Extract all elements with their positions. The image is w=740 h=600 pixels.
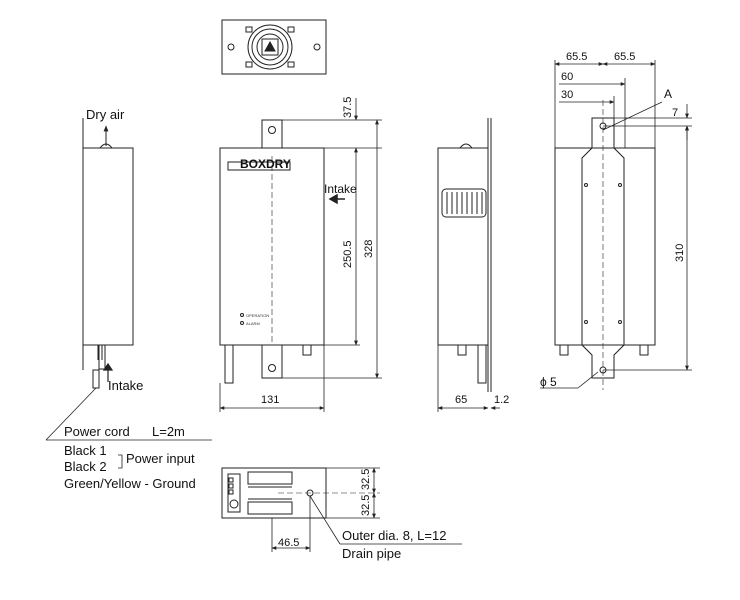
- dry-air-label: Dry air: [86, 107, 125, 122]
- drain-spec-label: Outer dia. 8, L=12: [342, 528, 446, 543]
- drain-pipe-label: Drain pipe: [342, 546, 401, 561]
- point-a-label: A: [664, 87, 672, 101]
- intake-front-label: Intake: [324, 182, 357, 196]
- front-width-dim: [219, 345, 325, 412]
- dim-body-height: 250.5: [342, 240, 354, 268]
- bottom-dims: [271, 467, 462, 552]
- intake-bottom-label: Intake: [108, 378, 143, 393]
- back-mounting-plate: [581, 117, 625, 379]
- front-body: [219, 147, 325, 346]
- dim-depth-side: 65: [455, 394, 467, 406]
- top-view-screw-right: [313, 43, 321, 51]
- black2-label: Black 2: [64, 459, 107, 474]
- right-side-view: [437, 118, 492, 392]
- fan-warning-icon: [264, 40, 276, 52]
- black1-label: Black 1: [64, 443, 107, 458]
- front-view: [219, 119, 325, 384]
- dim-bottom-lower: 32.5: [360, 495, 372, 516]
- intake-arrow-bottom: [102, 362, 114, 382]
- left-side-view: [82, 118, 134, 389]
- top-view-plate: [221, 19, 327, 75]
- dim-bottom-left: 46.5: [278, 537, 299, 549]
- back-dims: [540, 60, 692, 389]
- power-input-label: Power input: [126, 451, 195, 466]
- dim-total-height: 328: [363, 240, 375, 258]
- dim-plate-thickness: 1.2: [494, 394, 509, 406]
- hole-diameter-label: ϕ 5: [540, 375, 557, 389]
- dim-top-offset: 37.5: [342, 97, 354, 118]
- power-cord-leader: [45, 387, 212, 469]
- right-side-dims: [437, 345, 500, 412]
- dim-60: 60: [561, 71, 573, 83]
- intake-arrow-front: [328, 193, 345, 205]
- alarm-label: ALARM: [246, 321, 260, 326]
- back-view: [554, 100, 656, 390]
- dim-7: 7: [672, 107, 678, 119]
- power-cord-label: Power cord: [64, 424, 130, 439]
- right-side-body: [437, 147, 489, 346]
- ground-label: Green/Yellow - Ground: [64, 476, 196, 491]
- bottom-view: [221, 467, 380, 519]
- left-side-body: [82, 147, 134, 346]
- top-view-screw-left: [227, 43, 235, 51]
- cord-length-label: L=2m: [152, 424, 185, 439]
- operation-label: OPERATION: [246, 313, 269, 318]
- dim-half-left: 65.5: [566, 51, 587, 63]
- dim-half-right: 65.5: [614, 51, 635, 63]
- front-vertical-dims: [282, 98, 382, 379]
- front-top-tab: [261, 119, 283, 148]
- dim-mount-pitch: 310: [674, 244, 686, 262]
- top-view: [221, 19, 327, 75]
- dim-30: 30: [561, 89, 573, 101]
- dim-width-front: 131: [261, 394, 279, 406]
- dim-bottom-upper: 32.5: [360, 469, 372, 490]
- back-body: [554, 147, 656, 346]
- fan-outer-ring: [247, 24, 293, 70]
- brand-logo-text: BOXDRY: [240, 157, 291, 171]
